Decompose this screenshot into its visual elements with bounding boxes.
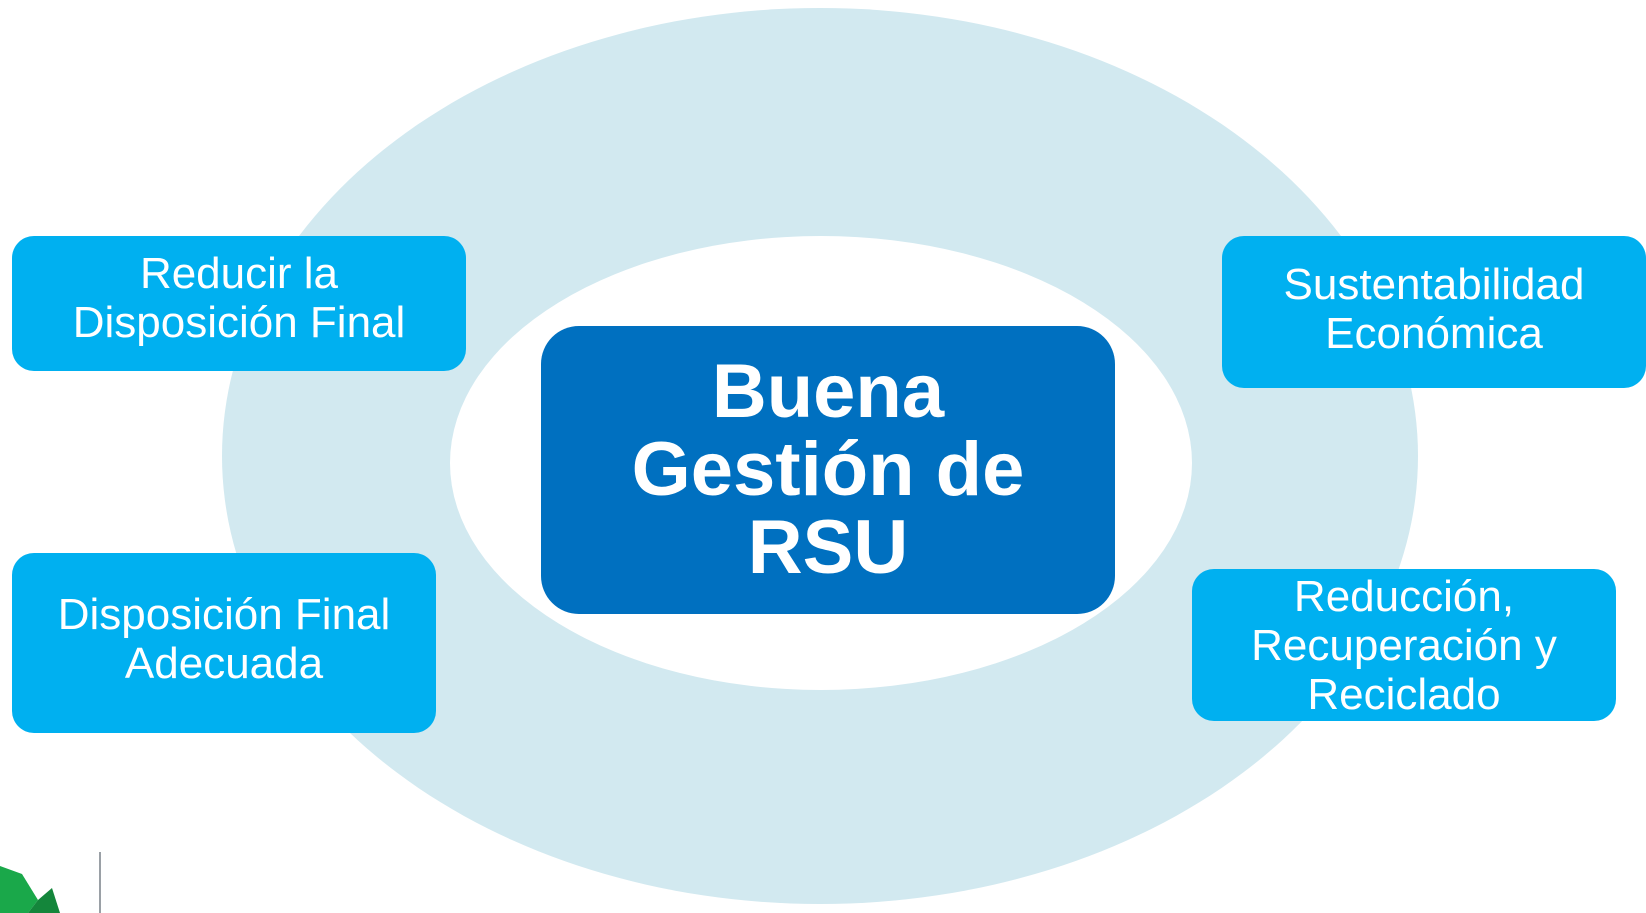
green-check-logo-icon [0,852,101,913]
central-concept-label: Buena Gestión de RSU [631,349,1025,590]
central-concept-box: Buena Gestión de RSU [541,326,1115,614]
node-label: Reducir la Disposición Final [72,248,406,347]
node-label: Sustentabilidad Económica [1283,260,1585,358]
node-reduccion-recuperacion-reciclado: Reducción, Recuperación y Reciclado [1192,569,1616,721]
node-label: Disposición Final Adecuada [57,590,391,688]
node-label: Reducción, Recuperación y Reciclado [1251,571,1557,719]
node-sustentabilidad-economica: Sustentabilidad Económica [1222,236,1646,388]
node-reducir-disposicion-final: Reducir la Disposición Final [12,236,466,371]
node-disposicion-final-adecuada: Disposición Final Adecuada [12,553,436,733]
